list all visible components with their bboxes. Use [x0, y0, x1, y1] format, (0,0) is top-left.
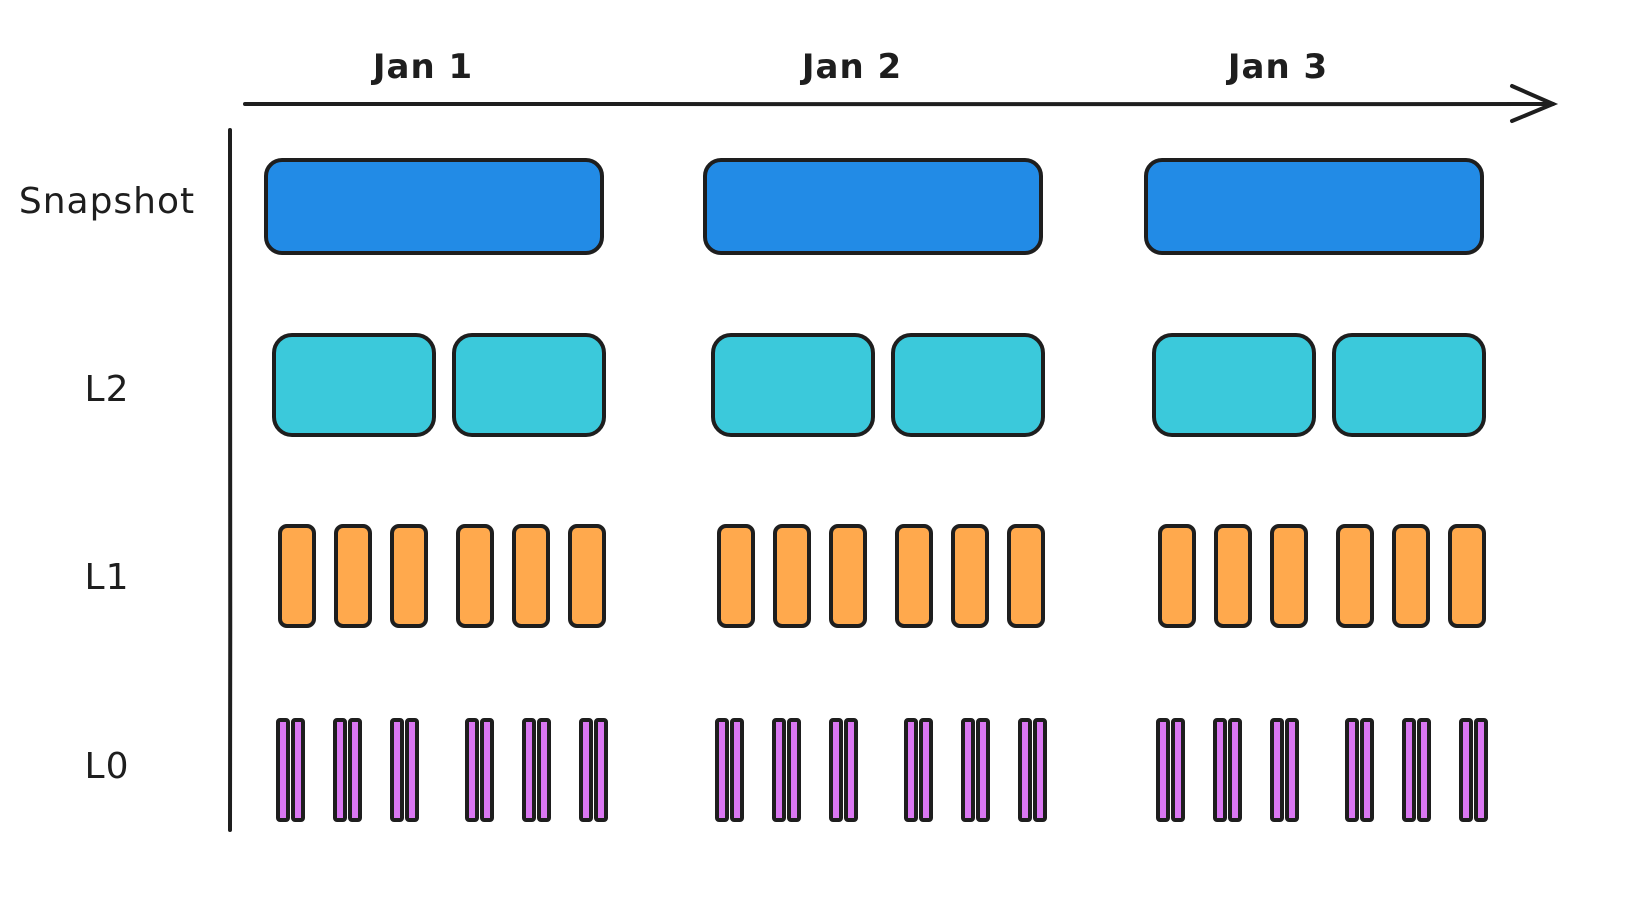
l0-file — [1033, 718, 1047, 822]
file-blocks — [264, 158, 1488, 822]
l1-file — [568, 524, 606, 628]
l0-file — [537, 718, 551, 822]
l1-file — [717, 524, 755, 628]
l0-file — [276, 718, 290, 822]
time-axis-line — [243, 101, 1555, 107]
l0-file — [291, 718, 305, 822]
l0-file — [1228, 718, 1242, 822]
l0-file — [1270, 718, 1284, 822]
day-label: Jan 3 — [1226, 47, 1328, 87]
day-labels: Jan 1 Jan 2 Jan 3 — [371, 47, 1328, 87]
l1-file — [390, 524, 428, 628]
snapshot-file — [703, 158, 1043, 255]
l0-file — [1474, 718, 1488, 822]
l0-file — [715, 718, 729, 822]
level-label-l1: L1 — [85, 557, 130, 598]
l2-file — [1332, 333, 1486, 437]
l0-file — [1018, 718, 1032, 822]
l0-file — [1285, 718, 1299, 822]
l1-file — [1336, 524, 1374, 628]
l1-file — [1448, 524, 1486, 628]
l0-file — [480, 718, 494, 822]
snapshot-file — [1144, 158, 1484, 255]
level-labels: Snapshot L2 L1 L0 — [19, 181, 195, 787]
level-label-snapshot: Snapshot — [19, 181, 195, 222]
l0-file — [348, 718, 362, 822]
l0-file — [1213, 718, 1227, 822]
l0-file — [772, 718, 786, 822]
l1-file — [334, 524, 372, 628]
l1-file — [829, 524, 867, 628]
l2-file — [891, 333, 1045, 437]
l0-file — [1402, 718, 1416, 822]
l0-file — [405, 718, 419, 822]
day-label: Jan 1 — [371, 47, 473, 87]
time-axis — [243, 84, 1559, 123]
l1-file — [1214, 524, 1252, 628]
l2-file — [1152, 333, 1316, 437]
l0-file — [919, 718, 933, 822]
l0-file — [333, 718, 347, 822]
level-label-l2: L2 — [85, 369, 130, 410]
l0-file — [1156, 718, 1170, 822]
l1-file — [1392, 524, 1430, 628]
l0-file — [1171, 718, 1185, 822]
snapshot-file — [264, 158, 604, 255]
l1-file — [895, 524, 933, 628]
day-label: Jan 2 — [800, 47, 902, 87]
l0-file — [976, 718, 990, 822]
l1-file — [951, 524, 989, 628]
l1-file — [773, 524, 811, 628]
l1-file — [278, 524, 316, 628]
l0-file — [579, 718, 593, 822]
l0-file — [594, 718, 608, 822]
l2-file — [711, 333, 875, 437]
l1-file — [1158, 524, 1196, 628]
l0-file — [904, 718, 918, 822]
l0-file — [787, 718, 801, 822]
l0-file — [390, 718, 404, 822]
l2-file — [272, 333, 436, 437]
l1-file — [1007, 524, 1045, 628]
l0-file — [522, 718, 536, 822]
l0-file — [961, 718, 975, 822]
l2-file — [452, 333, 606, 437]
time-axis-arrowhead — [1510, 84, 1559, 123]
l0-file — [1417, 718, 1431, 822]
l1-file — [512, 524, 550, 628]
l0-file — [465, 718, 479, 822]
l1-file — [456, 524, 494, 628]
level-axis-line — [227, 128, 233, 832]
level-label-l0: L0 — [85, 746, 130, 787]
l0-file — [1360, 718, 1374, 822]
l1-file — [1270, 524, 1308, 628]
l0-file — [1459, 718, 1473, 822]
l0-file — [844, 718, 858, 822]
l0-file — [1345, 718, 1359, 822]
l0-file — [829, 718, 843, 822]
l0-file — [730, 718, 744, 822]
